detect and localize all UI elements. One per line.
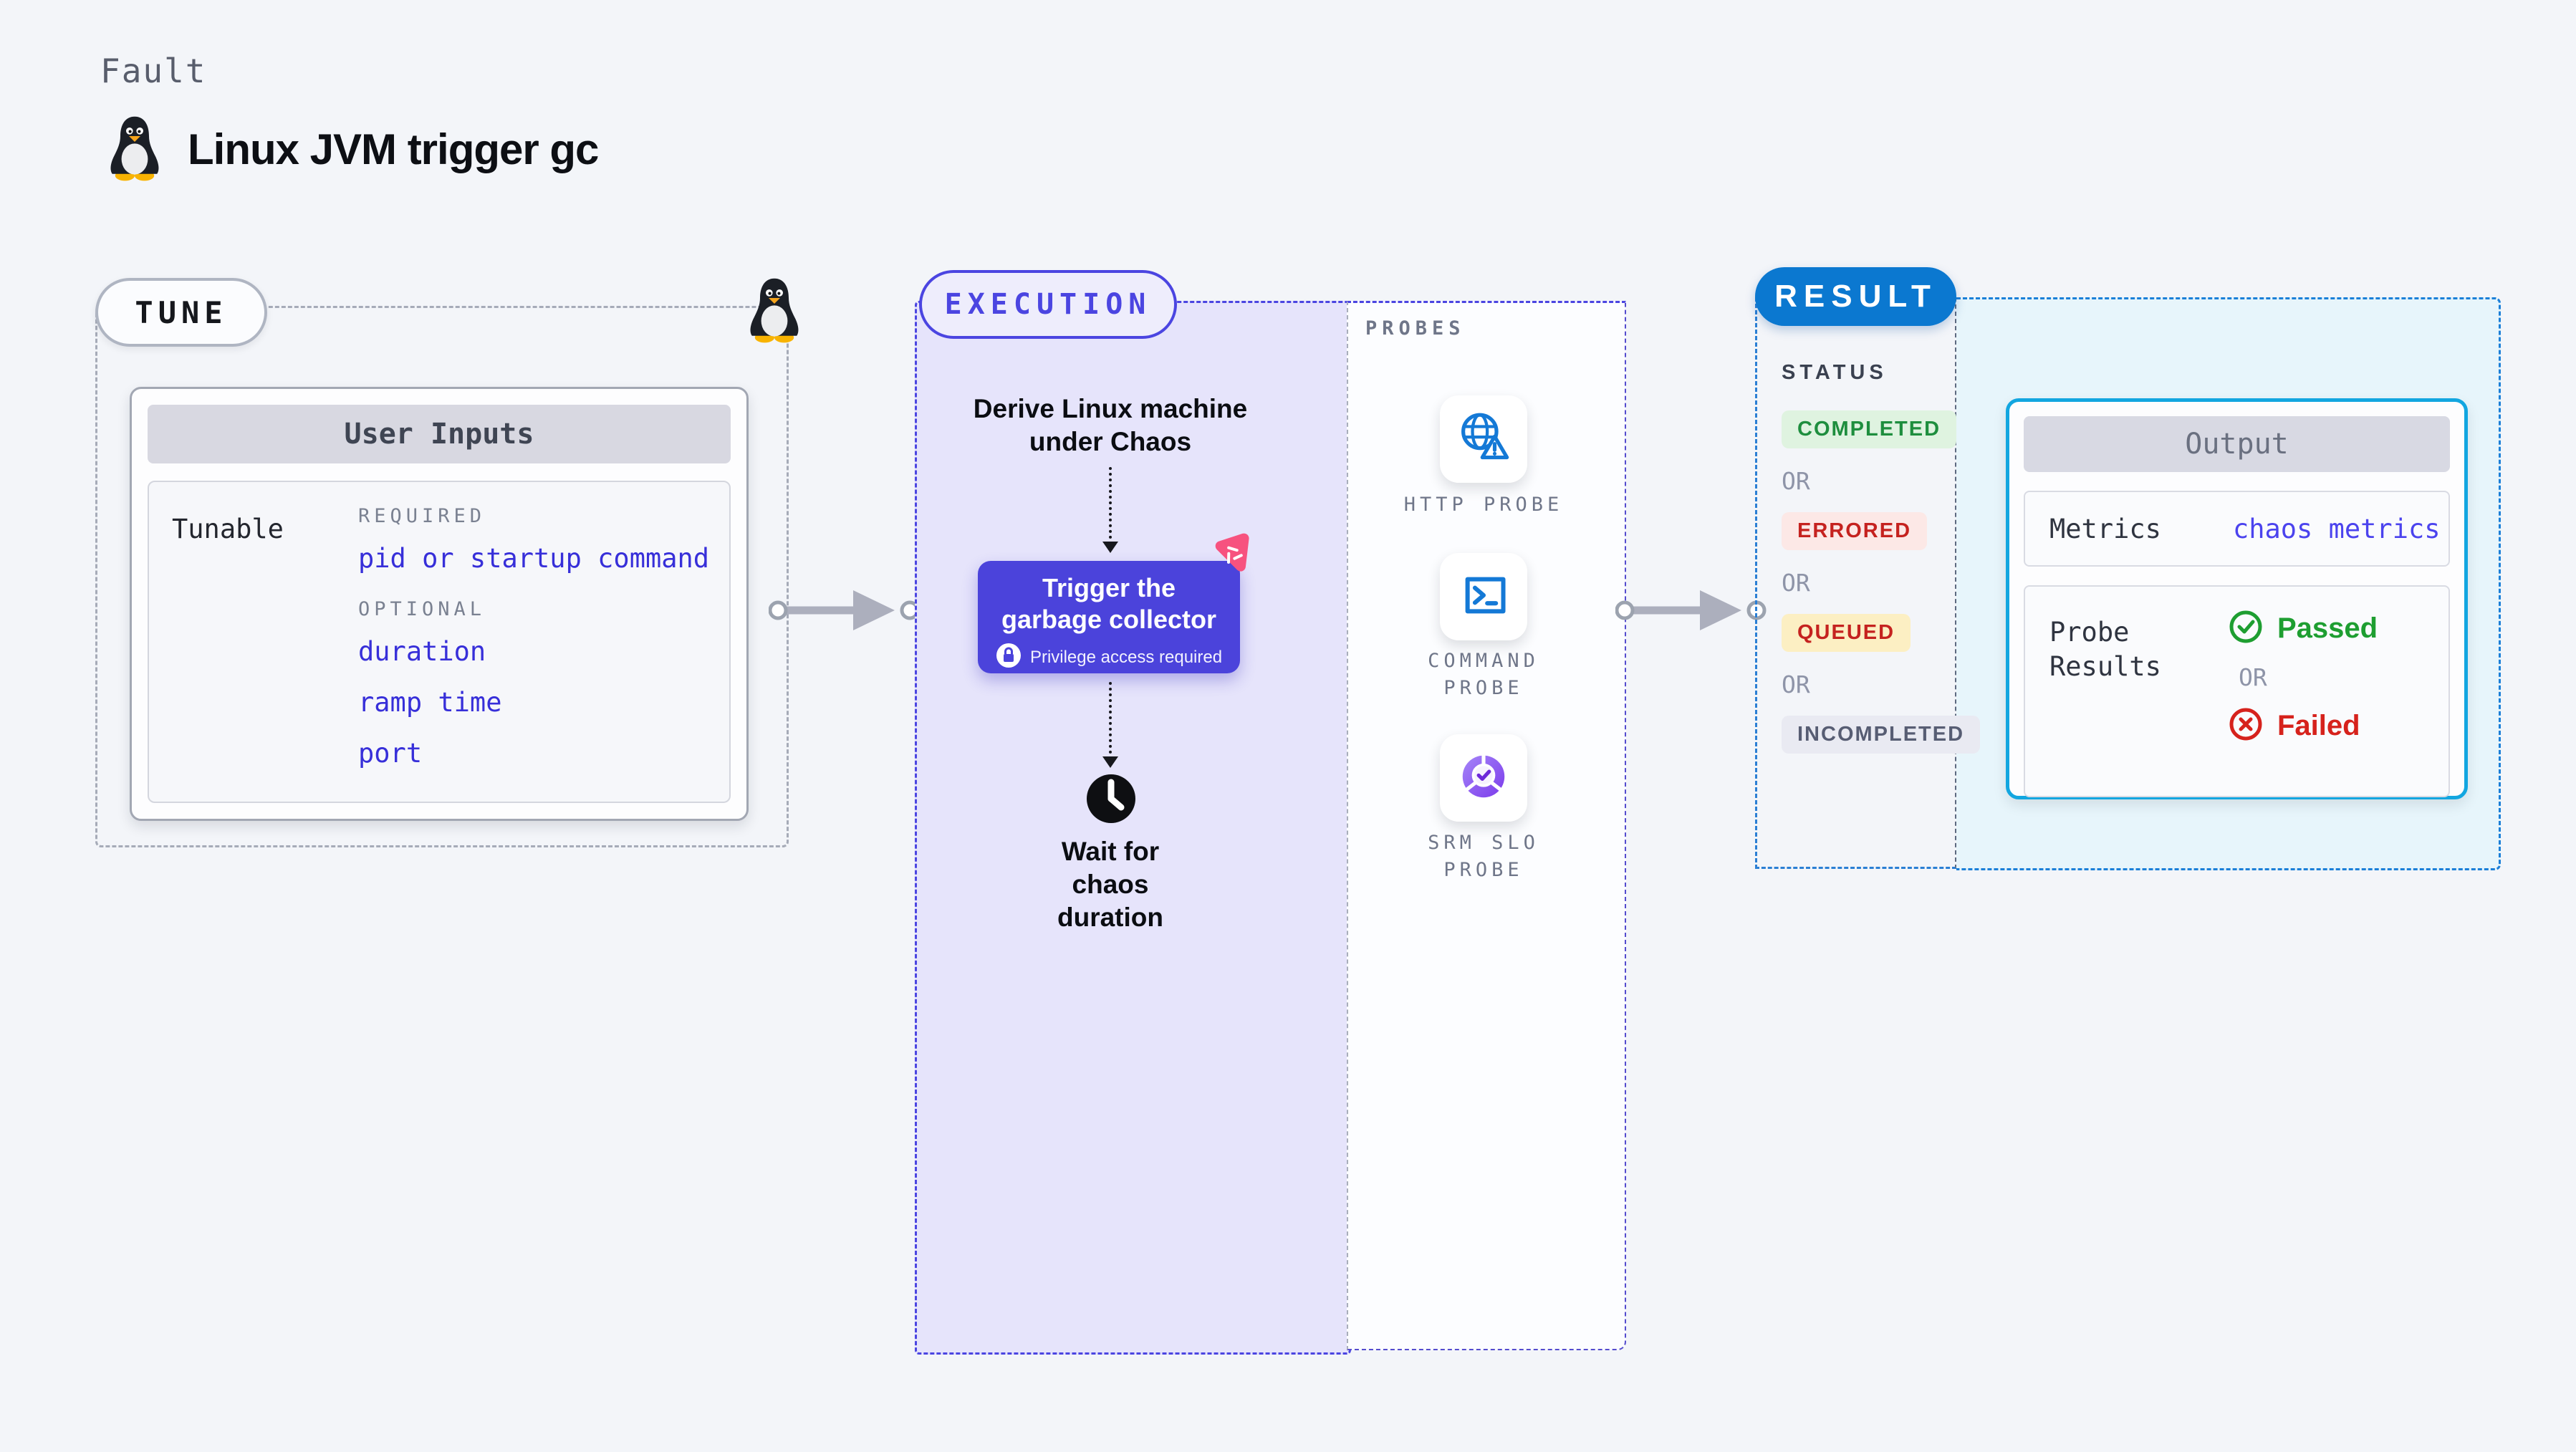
probe-results-values: Passed OR Failed <box>2229 587 2378 796</box>
failed-item: Failed <box>2229 707 2378 745</box>
x-circle-icon <box>2229 707 2263 745</box>
arrow-execution-to-result <box>1615 578 1767 646</box>
tunable-link-ramp-time[interactable]: ramp time <box>358 687 502 718</box>
http-probe-card[interactable] <box>1440 395 1527 483</box>
dotted-arrowhead-2 <box>1102 756 1118 768</box>
tune-container <box>95 306 789 847</box>
status-badge-incompleted: INCOMPLETED <box>1782 716 1981 754</box>
trigger-gc-action-button[interactable]: Trigger the garbage collector Privilege … <box>978 561 1240 673</box>
command-probe-label: COMMAND PROBE <box>1428 650 1539 699</box>
probe-results-row: Probe Results Passed OR <box>2024 585 2450 797</box>
tunable-values: REQUIRED pid or startup command OPTIONAL… <box>358 482 709 802</box>
passed-label: Passed <box>2277 612 2378 644</box>
tux-corner-icon <box>744 275 805 347</box>
result-status-box: STATUS COMPLETED OR ERRORED OR QUEUED OR… <box>1755 297 1981 869</box>
execution-container <box>915 301 1351 1355</box>
clock-icon <box>1085 772 1138 829</box>
chaos-pink-icon <box>1208 530 1259 584</box>
passed-item: Passed <box>2229 610 2378 648</box>
tux-linux-icon <box>106 113 163 186</box>
metrics-label: Metrics <box>2049 513 2161 544</box>
output-header: Output <box>2024 416 2450 472</box>
status-label: STATUS <box>1782 361 1888 384</box>
dotted-connector-2 <box>1109 682 1112 754</box>
http-probe-label: HTTP PROBE <box>1403 494 1564 516</box>
or-separator: OR <box>1782 670 1810 698</box>
tunable-row-label: Tunable <box>172 514 284 544</box>
or-separator: OR <box>1782 569 1810 597</box>
dotted-arrowhead-1 <box>1102 542 1118 553</box>
tunable-link-pid[interactable]: pid or startup command <box>358 543 710 574</box>
user-inputs-card: User Inputs Tunable REQUIRED pid or star… <box>130 387 749 821</box>
srm-slo-probe-card[interactable] <box>1440 734 1527 822</box>
or-separator: OR <box>2239 663 2267 691</box>
slo-donut-icon <box>1453 746 1514 811</box>
optional-label: OPTIONAL <box>358 598 486 620</box>
result-badge: RESULT <box>1755 267 1956 326</box>
tunable-link-port[interactable]: port <box>358 738 423 769</box>
check-circle-icon <box>2229 610 2263 648</box>
wait-step-label: Wait for chaos duration <box>1057 837 1163 932</box>
terminal-icon <box>1453 564 1514 630</box>
probes-label: PROBES <box>1365 317 1466 340</box>
status-badge-completed: COMPLETED <box>1782 410 1957 448</box>
user-inputs-header: User Inputs <box>148 405 731 463</box>
metrics-row: Metrics chaos metrics <box>2024 491 2450 567</box>
failed-label: Failed <box>2277 710 2360 741</box>
page-title-row: Linux JVM trigger gc <box>106 113 599 186</box>
tunable-box: Tunable REQUIRED pid or startup command … <box>148 481 731 803</box>
arrow-tune-to-execution <box>768 578 921 646</box>
page-title: Linux JVM trigger gc <box>188 125 599 173</box>
derive-step-label: Derive Linux machine under Chaos <box>973 394 1248 456</box>
tune-badge: TUNE <box>95 278 267 347</box>
lock-icon <box>996 643 1022 672</box>
metrics-value-link[interactable]: chaos metrics <box>2232 513 2441 544</box>
globe-alert-icon <box>1453 407 1514 472</box>
privilege-note: Privilege access required <box>978 643 1240 672</box>
status-badge-errored: ERRORED <box>1782 512 1928 550</box>
output-card: Output Metrics chaos metrics Probe Resul… <box>2006 398 2468 799</box>
fault-kicker: Fault <box>100 52 207 90</box>
command-probe-card[interactable] <box>1440 553 1527 640</box>
or-separator: OR <box>1782 467 1810 495</box>
required-label: REQUIRED <box>358 505 486 527</box>
srm-slo-probe-label: SRM SLO PROBE <box>1428 832 1539 881</box>
probe-results-label: Probe Results <box>2049 617 2161 682</box>
status-badge-queued: QUEUED <box>1782 614 1911 652</box>
dotted-connector-1 <box>1109 467 1112 539</box>
execution-badge: EXECUTION <box>919 270 1177 339</box>
tunable-link-duration[interactable]: duration <box>358 636 486 667</box>
